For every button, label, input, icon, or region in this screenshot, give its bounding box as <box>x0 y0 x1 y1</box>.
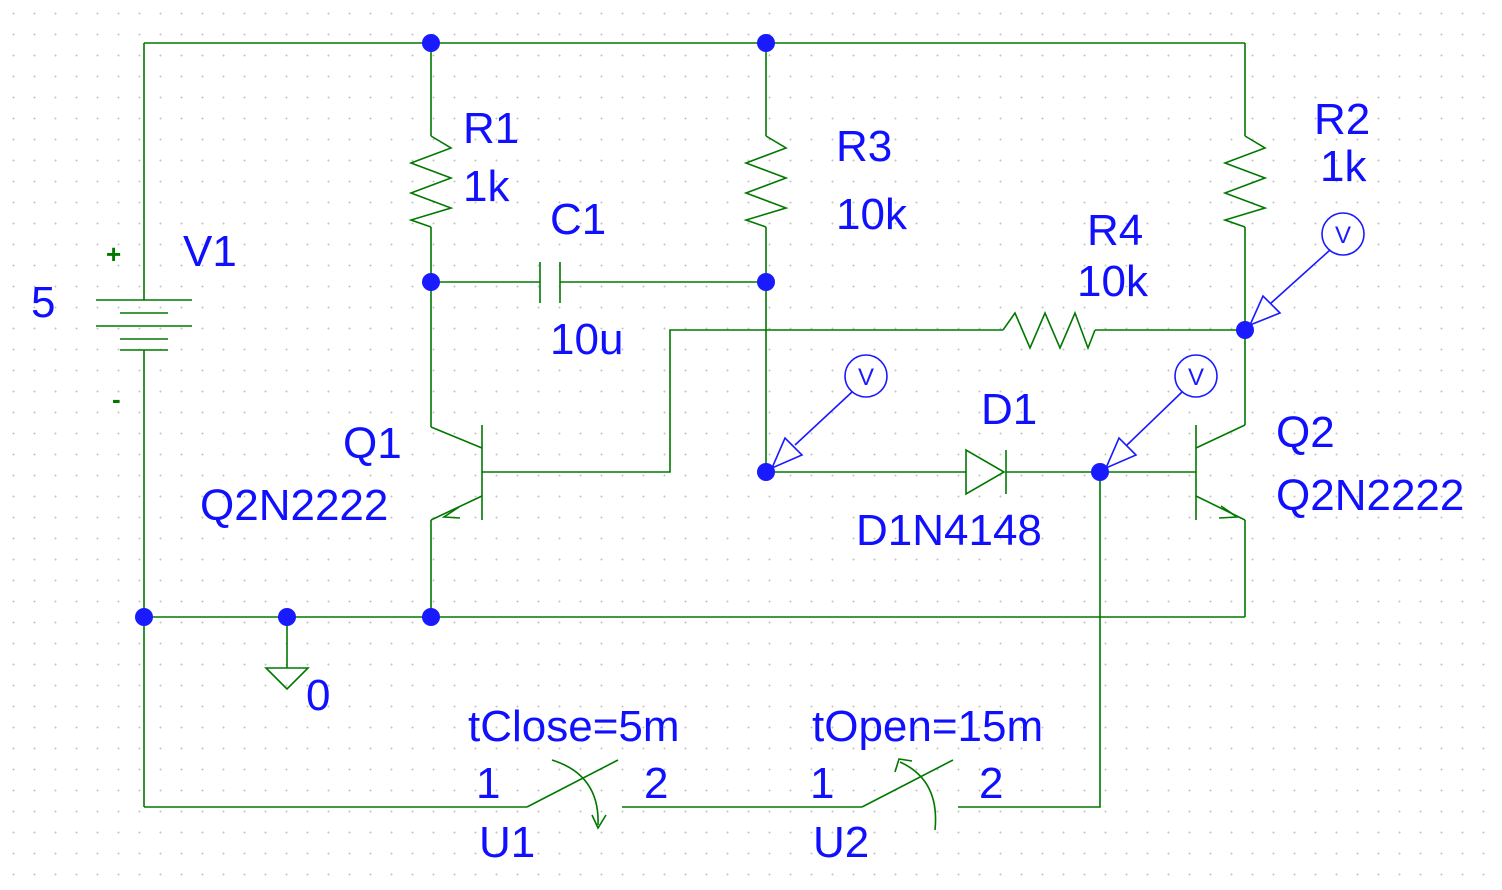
r3-value: 10k <box>836 190 908 239</box>
voltage-probe-q2-base[interactable]: V <box>1104 354 1218 470</box>
q1-model: Q2N2222 <box>200 481 388 530</box>
d1-name: D1 <box>981 385 1037 434</box>
v1-battery-symbol <box>96 299 192 351</box>
v1-name: V1 <box>183 227 237 276</box>
wire-q2-collector <box>1195 424 1246 449</box>
v1-minus-sign: - <box>112 384 121 414</box>
node <box>422 273 440 291</box>
c1-value: 10u <box>550 315 623 364</box>
u2-switch-symbol <box>861 758 954 831</box>
component-labels: + - 5 V1 R1 1k C1 10u R3 10k R4 10k R2 1… <box>31 95 1464 867</box>
r2-value: 1k <box>1320 142 1367 191</box>
q2-name: Q2 <box>1276 408 1335 457</box>
d1-model: D1N4148 <box>856 506 1042 555</box>
r2-resistor-symbol <box>1222 135 1268 228</box>
v1-value: 5 <box>31 278 55 327</box>
u1-param: tClose=5m <box>468 702 680 751</box>
r1-value: 1k <box>463 162 510 211</box>
u1-pin2: 2 <box>644 759 668 808</box>
q2-model: Q2N2222 <box>1276 471 1464 520</box>
r3-resistor-symbol <box>743 135 789 228</box>
node <box>422 34 440 52</box>
u1-name: U1 <box>479 818 535 867</box>
u2-name: U2 <box>813 818 869 867</box>
node <box>135 608 153 626</box>
u2-pin1: 1 <box>810 759 834 808</box>
ground-label: 0 <box>306 671 330 720</box>
wire-q2-emitter <box>1195 495 1246 521</box>
q1-name: Q1 <box>343 419 402 468</box>
ground-symbol <box>264 617 310 691</box>
r4-resistor-symbol <box>1002 310 1096 351</box>
probe-label: V <box>1188 364 1204 391</box>
q2-transistor-symbol <box>1195 425 1240 520</box>
node <box>757 34 775 52</box>
node <box>422 608 440 626</box>
v1-plus-sign: + <box>106 239 121 269</box>
c1-capacitor-symbol <box>539 262 561 303</box>
r3-name: R3 <box>836 122 892 171</box>
r1-resistor-symbol <box>408 135 454 228</box>
voltage-probe-q2-collector[interactable]: V <box>1248 212 1365 327</box>
node <box>757 273 775 291</box>
q1-transistor-symbol <box>441 425 483 520</box>
u2-pin2: 2 <box>979 759 1003 808</box>
u1-switch-symbol <box>526 759 619 830</box>
probe-label: V <box>858 364 874 391</box>
c1-name: C1 <box>550 195 606 244</box>
u2-param: tOpen=15m <box>812 702 1043 751</box>
node <box>757 463 775 481</box>
wire-q1-base-feedback <box>482 329 1003 473</box>
u1-pin1: 1 <box>476 759 500 808</box>
d1-diode-symbol <box>965 448 1007 496</box>
voltage-probe-d1-anode[interactable]: V <box>770 354 888 470</box>
junction-nodes <box>135 34 1254 626</box>
r2-name: R2 <box>1314 95 1370 144</box>
probe-label: V <box>1335 222 1351 249</box>
wire-q1-collector <box>430 426 483 449</box>
r1-name: R1 <box>463 104 519 153</box>
node <box>278 608 296 626</box>
node <box>1091 463 1109 481</box>
wire-u2-right <box>958 472 1101 808</box>
r4-value: 10k <box>1077 257 1149 306</box>
r4-name: R4 <box>1087 206 1143 255</box>
